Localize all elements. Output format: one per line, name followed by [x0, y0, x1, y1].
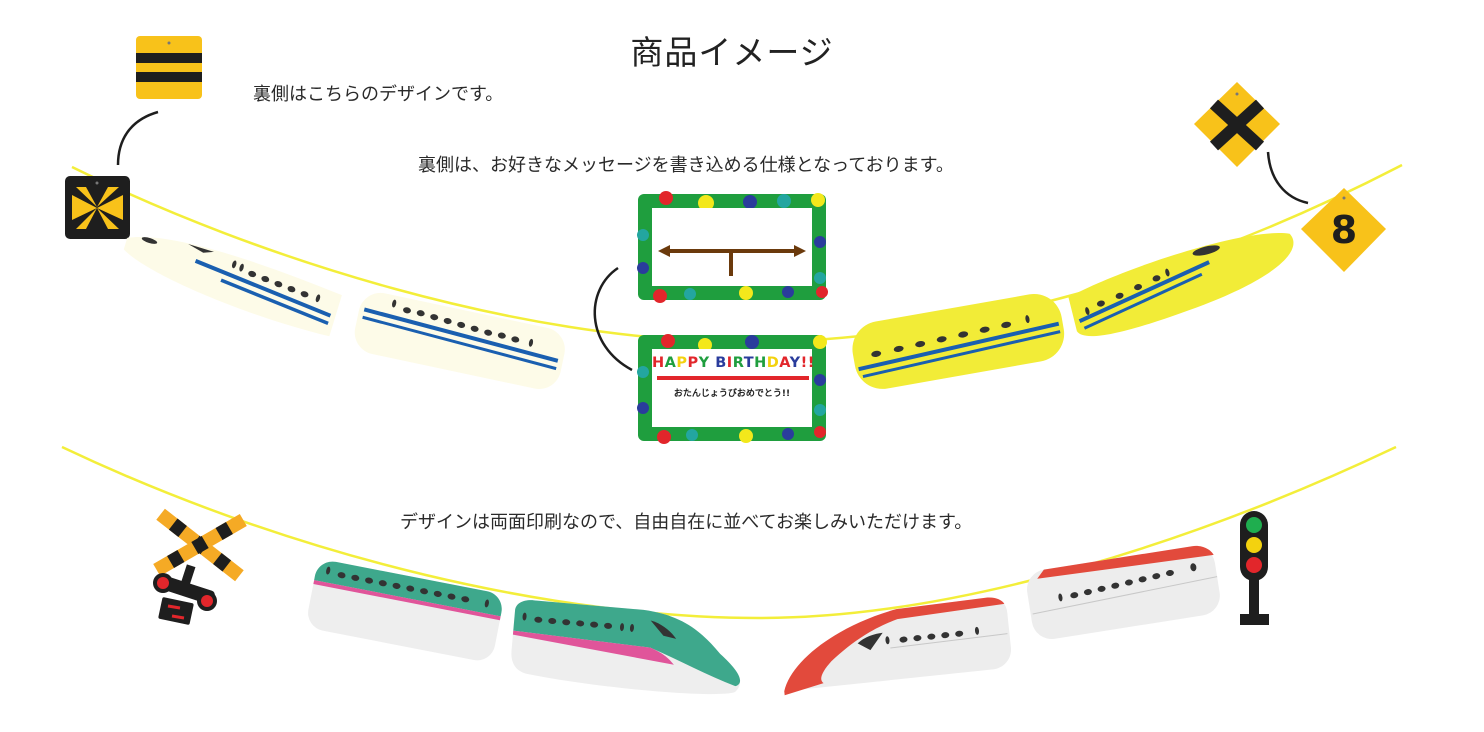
heading-letter: P: [676, 355, 688, 371]
heading-letter: H: [754, 355, 767, 371]
double-arrow-icon: [658, 245, 806, 276]
flip-arrow-curve-left: [116, 110, 159, 166]
train-car-yellow-front: [1068, 233, 1294, 337]
message-card-front: [637, 334, 827, 444]
flip-arrow-curve-right: [1266, 151, 1309, 205]
garland-string-bottom: [61, 445, 1397, 620]
caption-double-sided: デザインは両面印刷なので、自由自在に並べてお楽しみいただけます。: [400, 512, 973, 533]
heading-letter: P: [687, 355, 699, 371]
heading-letter: !!: [800, 355, 815, 371]
page-title: 商品イメージ: [630, 33, 834, 72]
heading-letter: A: [664, 355, 677, 371]
heading-letter: Y: [698, 355, 710, 371]
striped-sign-icon: [136, 36, 202, 99]
pinwheel-sign-icon: [65, 176, 130, 239]
heading-letter: I: [726, 355, 733, 371]
train-car-green-front: [511, 600, 740, 695]
heading-letter: A: [779, 355, 790, 371]
railroad-crossing-sign-icon: [153, 508, 247, 625]
train-car-yellow-middle: [852, 293, 1065, 389]
caption-message-back: 裏側は、お好きなメッセージを書き込める仕様となっております。: [418, 155, 954, 176]
flip-arrow-curve-card: [593, 266, 633, 372]
train-car-red-middle: [1027, 545, 1220, 640]
message-card-back: [637, 191, 828, 303]
number-sign-icon: 8: [1301, 188, 1386, 272]
heading-letter: D: [766, 355, 780, 371]
birthday-card-underline: [657, 376, 809, 380]
train-car-red-front: [784, 597, 1011, 696]
x-crossing-sign-icon: [1194, 82, 1280, 167]
traffic-signal-icon: [1240, 511, 1269, 625]
train-car-cream-front: [123, 237, 342, 337]
train-car-cream-middle: [354, 292, 565, 390]
heading-letter: R: [732, 355, 744, 371]
svg-text:8: 8: [1331, 208, 1357, 252]
birthday-card-heading: HAPPY BIRTHDAY!!: [652, 355, 815, 371]
caption-back-design: 裏側はこちらのデザインです。: [253, 84, 504, 105]
birthday-card-subtitle: おたんじょうびおめでとう!!: [673, 389, 791, 399]
heading-letter: B: [715, 355, 727, 371]
train-car-green-middle: [308, 561, 502, 661]
heading-letter: H: [652, 355, 665, 371]
heading-letter: T: [743, 355, 755, 371]
heading-letter: Y: [789, 355, 801, 371]
